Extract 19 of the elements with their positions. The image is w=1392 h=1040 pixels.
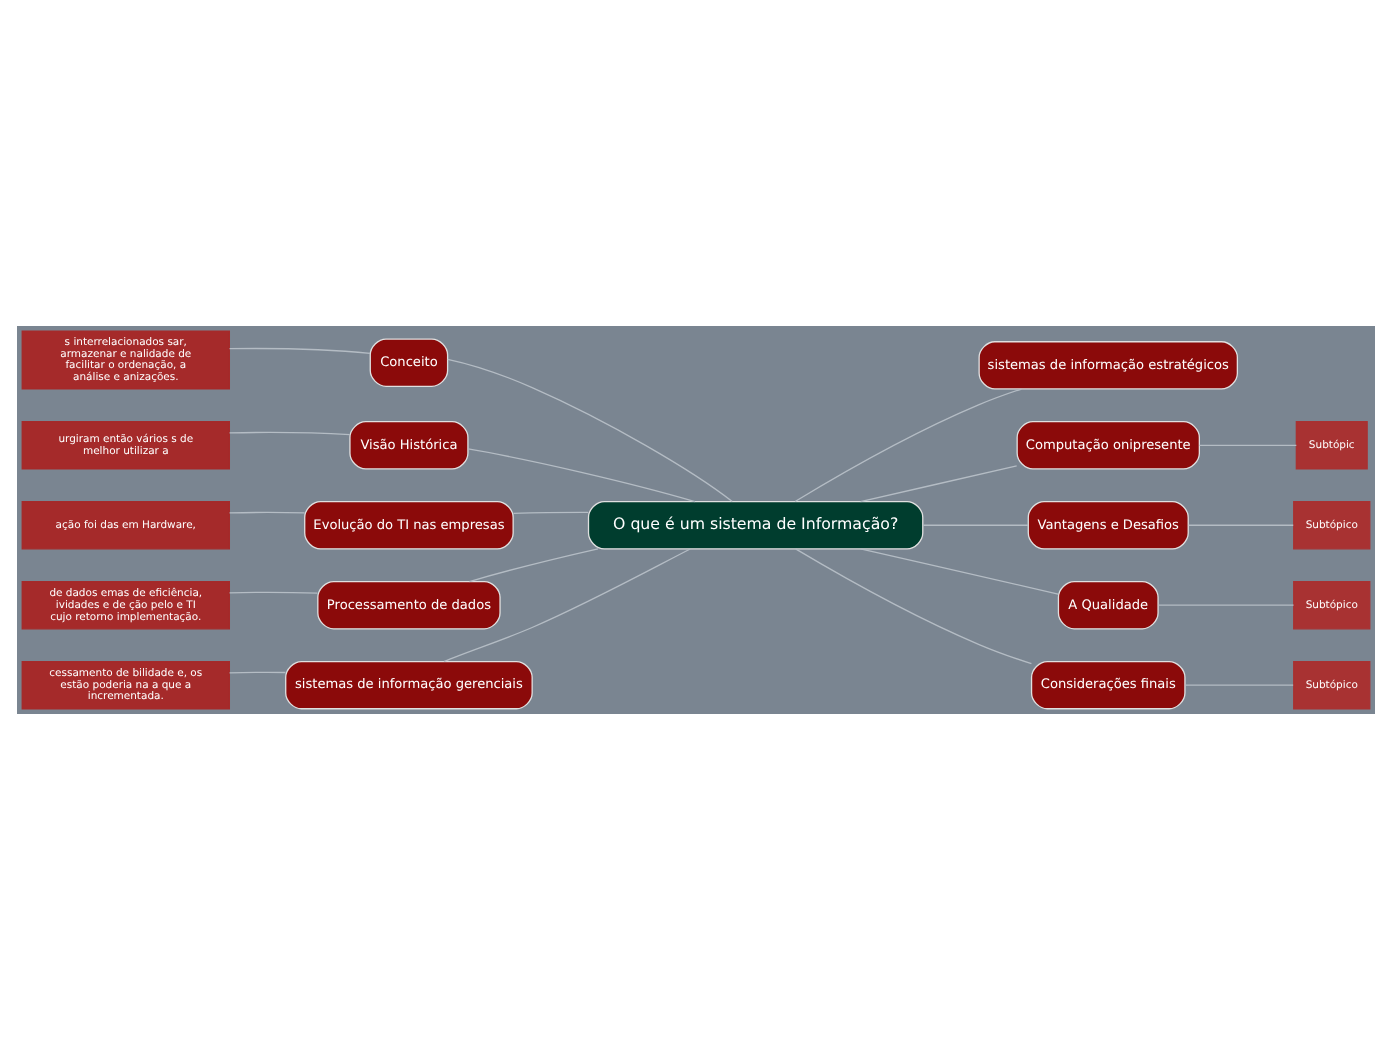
connector — [1188, 524, 1294, 526]
connector — [859, 548, 1059, 595]
connector — [1198, 444, 1297, 446]
connector — [859, 465, 1018, 503]
connector — [443, 548, 691, 663]
connector — [1184, 684, 1294, 686]
connector — [228, 671, 287, 674]
connector — [1157, 604, 1295, 606]
connector — [512, 511, 589, 515]
connector — [228, 591, 319, 594]
connector — [794, 388, 1023, 503]
connector — [794, 548, 1033, 665]
connector — [922, 524, 1029, 526]
connector — [228, 431, 351, 436]
connector — [447, 358, 733, 503]
connector — [467, 448, 696, 503]
connector — [468, 548, 599, 583]
connector — [228, 511, 306, 514]
connector — [228, 347, 371, 354]
